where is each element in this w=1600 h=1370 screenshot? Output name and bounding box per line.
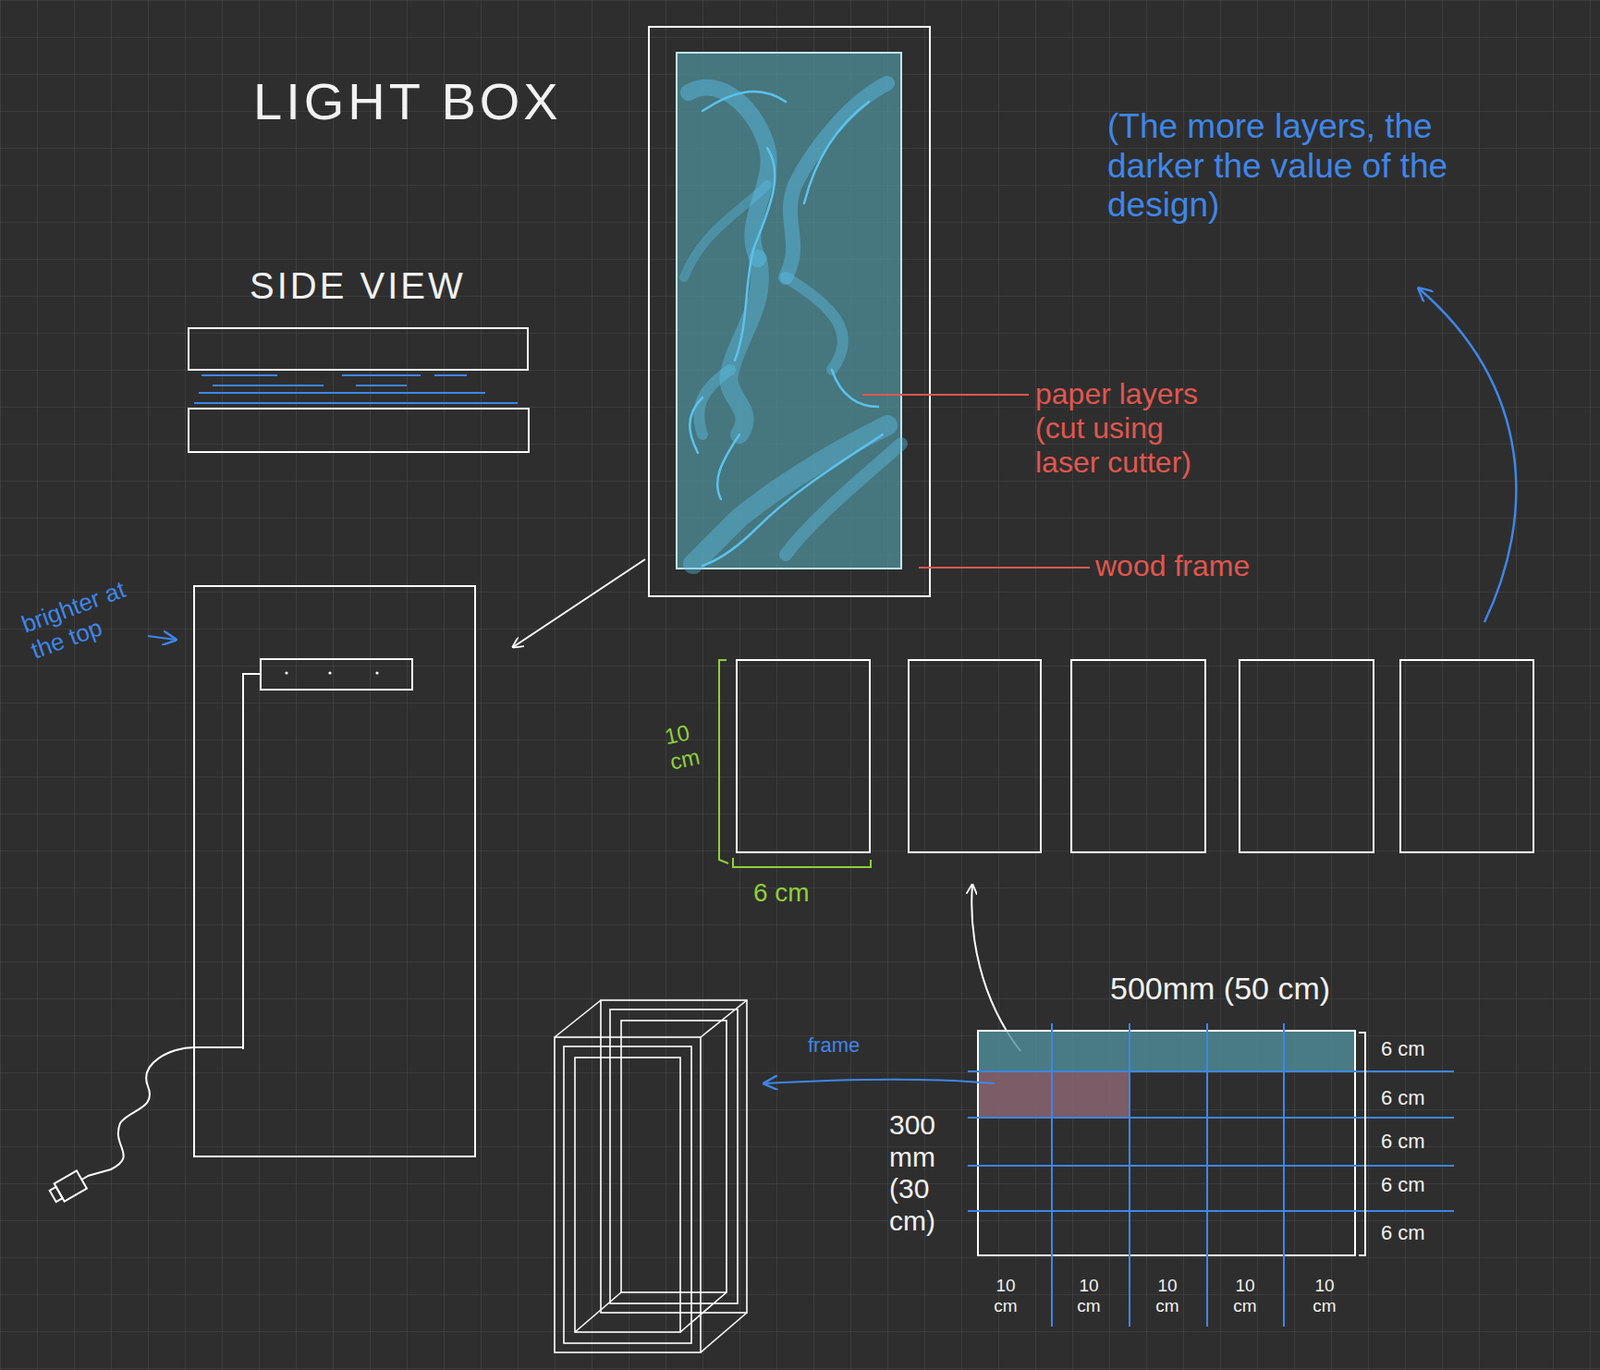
dimension: 500mm (50 cm): [1110, 970, 1331, 1007]
leader-line: [862, 393, 1029, 396]
view-title: SIDE VIEW: [249, 264, 466, 307]
part-label: wood frame: [1095, 549, 1250, 584]
bracket: [719, 659, 729, 864]
arrow: [971, 884, 1021, 1051]
layer-sheets: [736, 659, 1534, 853]
dimension: 6 cm: [1380, 1221, 1426, 1245]
dimension: 10 cm: [1312, 1275, 1336, 1317]
paper-layers-side: [194, 375, 518, 404]
usb-plug: [48, 1166, 94, 1205]
dimension: 10 cm: [1155, 1275, 1179, 1317]
wood-frame: [648, 26, 930, 597]
cut-lines: [967, 1023, 1454, 1327]
bracket: [732, 857, 871, 868]
leader-line: [918, 566, 1090, 569]
dimension: 10 cm: [1076, 1275, 1100, 1317]
dimension: 6 cm: [753, 878, 810, 908]
dimension: 10 cm: [662, 718, 703, 775]
side-view: [188, 328, 529, 452]
arrow: [1418, 288, 1516, 623]
led-strip: [260, 659, 413, 690]
arrow: [147, 635, 176, 640]
cut-row: [977, 1030, 1356, 1072]
title: LIGHT BOX: [253, 72, 562, 132]
dimension: 6 cm: [1380, 1129, 1426, 1153]
material-sheet: [977, 1030, 1356, 1256]
led-dots: [284, 671, 379, 674]
part-label: frame: [807, 1033, 860, 1057]
arrow: [512, 559, 646, 648]
dimension: 6 cm: [1380, 1086, 1426, 1110]
bracket: [1358, 1032, 1366, 1256]
dimension: 6 cm: [1380, 1172, 1426, 1197]
light-box-front: [194, 586, 476, 1157]
dimension: 10 cm: [1233, 1275, 1257, 1317]
illustration: [683, 83, 902, 566]
note: (The more layers, the darker the value o…: [1107, 107, 1524, 226]
paper-panel: [676, 52, 902, 569]
frame-cut: [977, 1071, 1130, 1118]
wire: [243, 673, 261, 1050]
arrow: [764, 1079, 995, 1084]
cable: [87, 1047, 244, 1176]
dimension: 6 cm: [1380, 1037, 1426, 1061]
note: brighter at the top: [18, 573, 147, 665]
dimension: 300 mm (30 cm): [889, 1109, 936, 1237]
dimension: 10 cm: [993, 1275, 1017, 1317]
frame-3d: [554, 1000, 747, 1353]
part-label: paper layers (cut using laser cutter): [1035, 377, 1225, 479]
